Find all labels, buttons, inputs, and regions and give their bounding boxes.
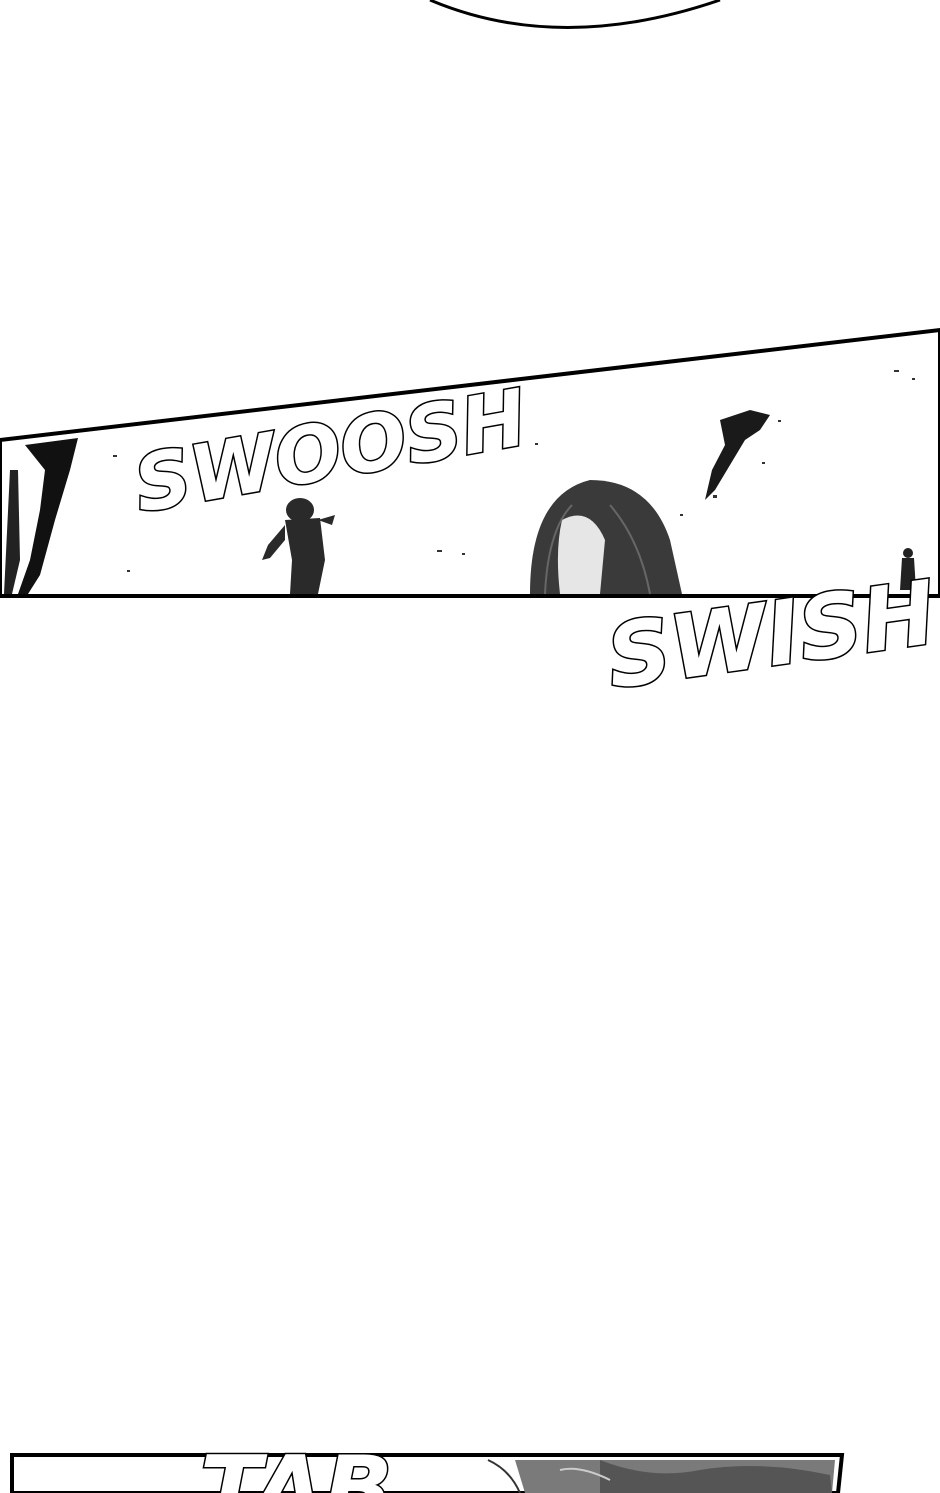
debris-specks [113, 370, 915, 572]
leaping-figure [705, 410, 770, 500]
ink-splash [18, 438, 78, 594]
running-figure [262, 498, 335, 594]
distant-figure [900, 548, 916, 590]
action-panel: SWOOSH [0, 327, 940, 598]
sfx-bottom: TAB [200, 1437, 393, 1493]
bottom-panel: TAB [10, 1436, 845, 1493]
speech-bubble-fragment [429, 0, 721, 29]
long-hair-figure [530, 480, 682, 595]
